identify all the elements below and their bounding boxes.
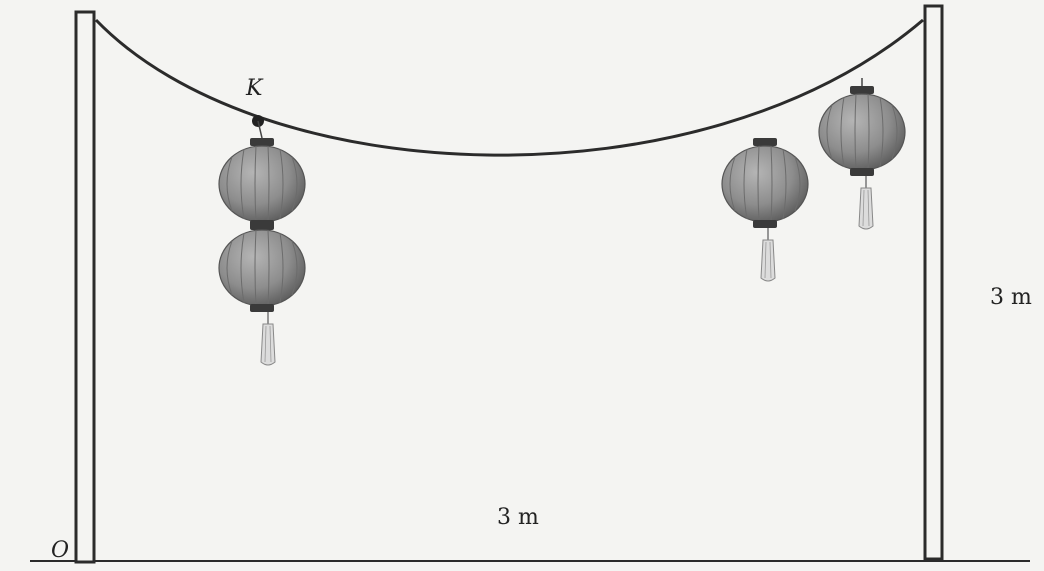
lantern-upper-left <box>218 137 306 229</box>
label-height: 3 m <box>990 285 1032 310</box>
label-origin: O <box>51 538 70 563</box>
left-pole <box>74 10 96 564</box>
tassel-right-top <box>858 175 874 230</box>
label-width: 3 m <box>497 505 539 530</box>
cable-curve <box>94 18 924 157</box>
label-point-k: K <box>246 76 263 101</box>
right-pole <box>923 4 944 561</box>
lantern-lower-left <box>218 221 306 313</box>
tassel-left <box>260 311 276 366</box>
hanger-left <box>257 120 263 139</box>
tassel-right-middle <box>760 227 776 282</box>
lantern-right-top <box>818 85 906 177</box>
lantern-right-middle <box>721 137 809 229</box>
